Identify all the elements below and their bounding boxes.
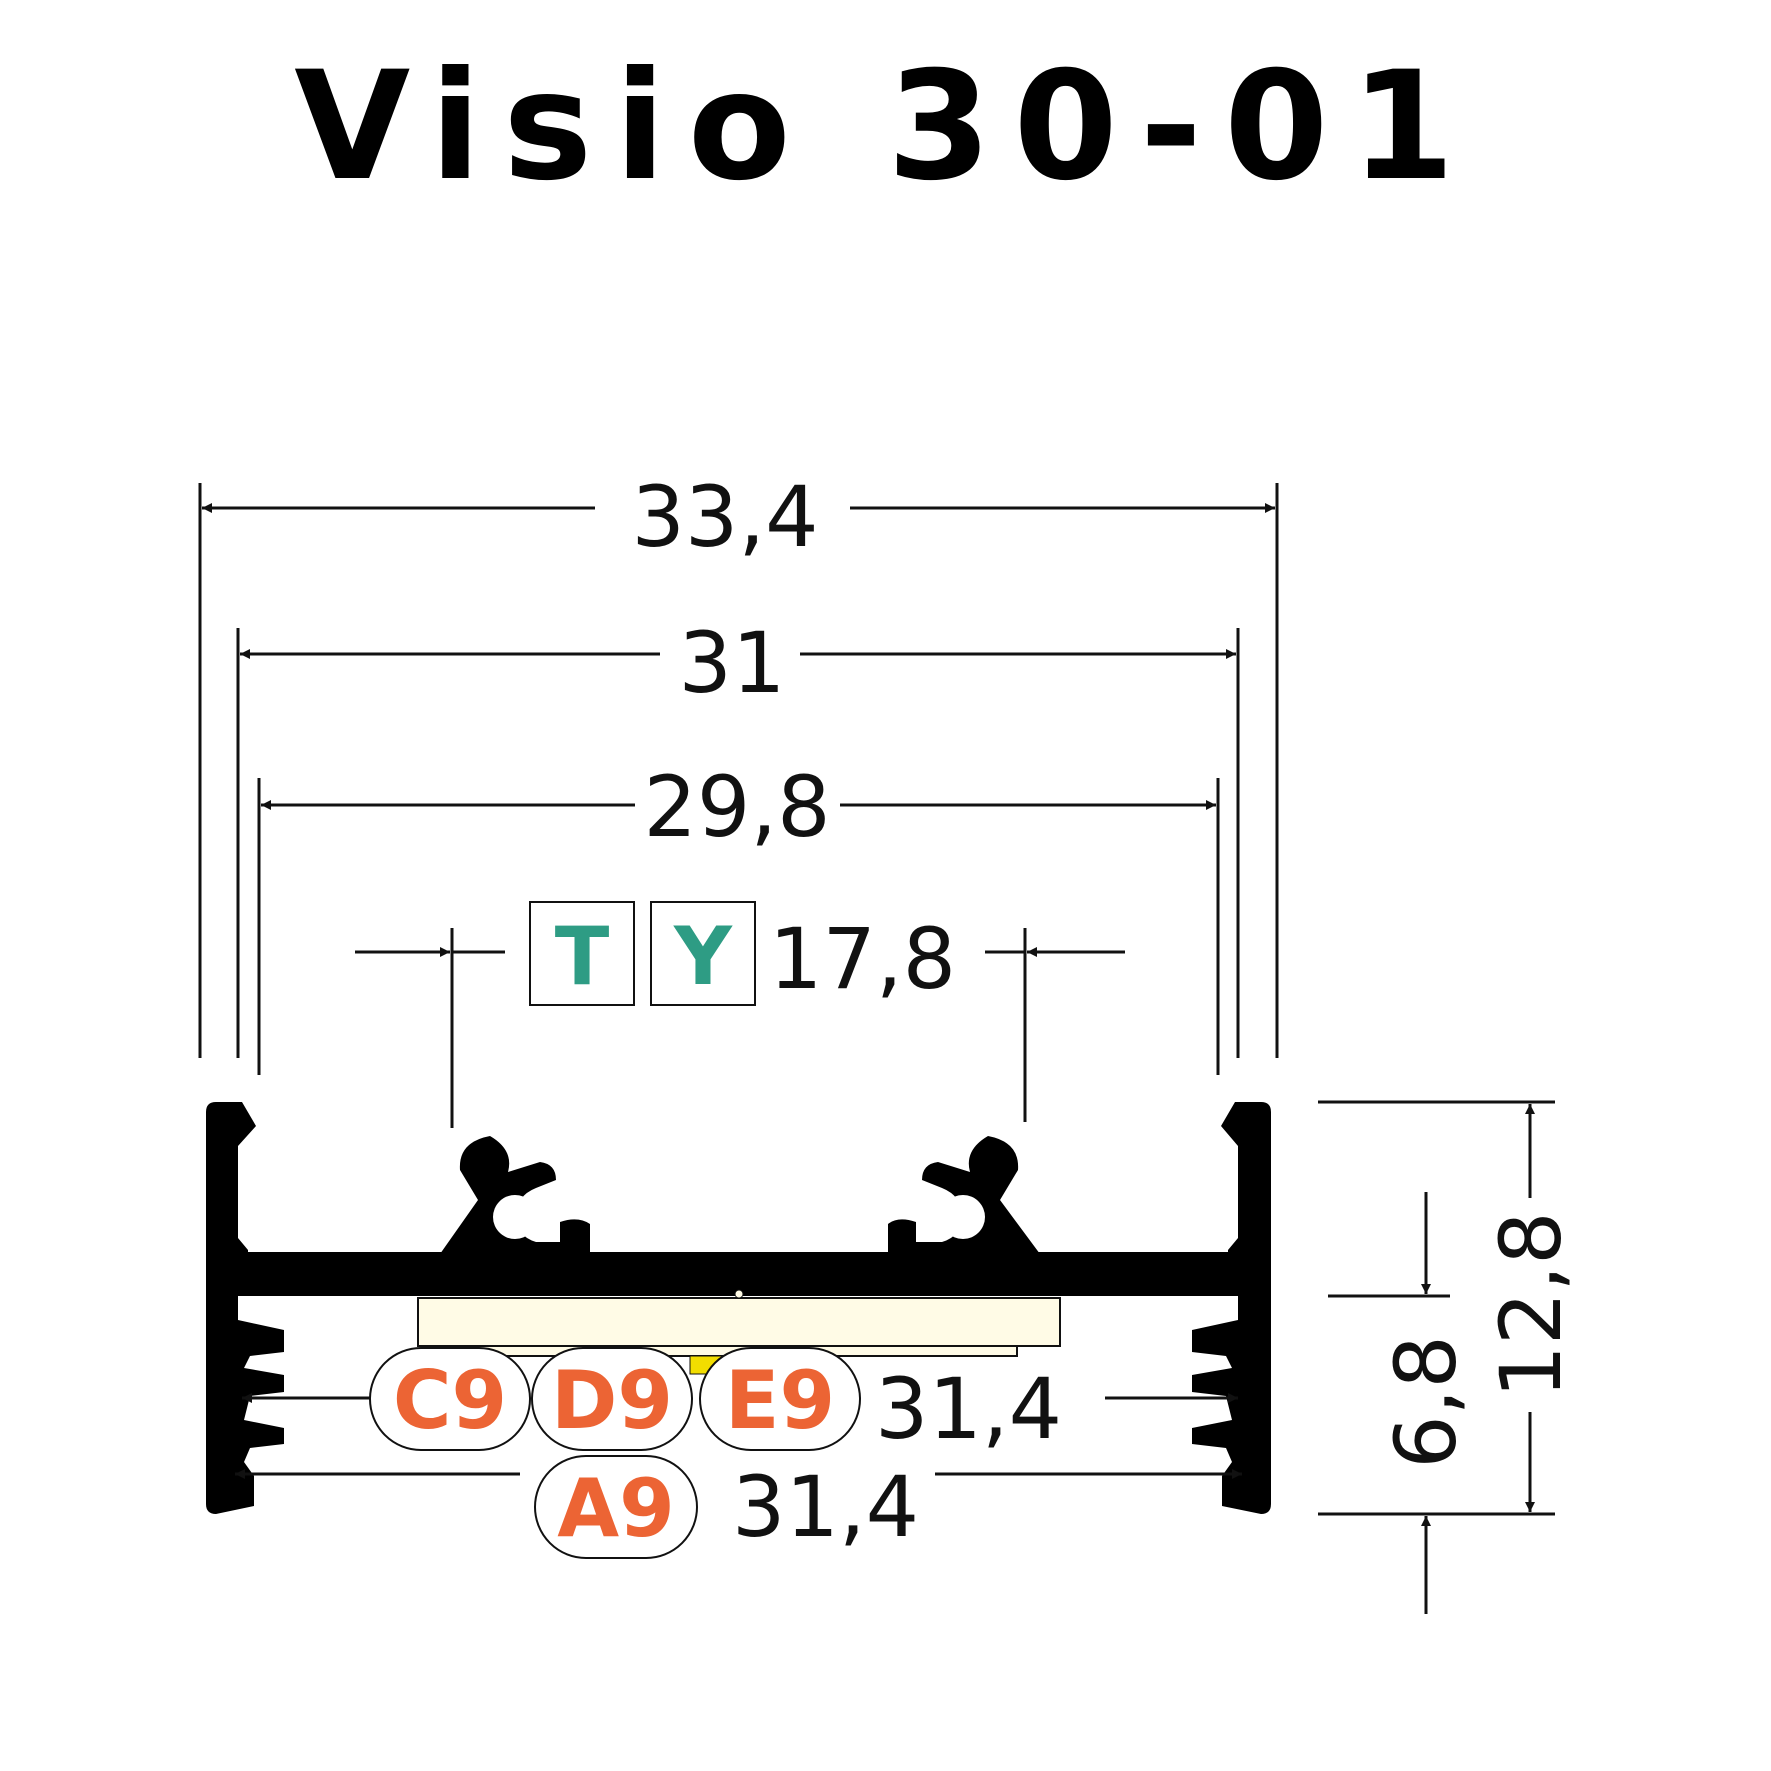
slot-upper-label: 31,4 xyxy=(875,1360,1062,1458)
slot-lower-label: 31,4 xyxy=(732,1458,919,1556)
slot-code-d9: D9 xyxy=(531,1347,693,1451)
inner-width-label: 31 xyxy=(679,614,786,712)
svg-text:Y: Y xyxy=(673,910,733,1003)
depth-inner-label: 6,8 xyxy=(1377,1335,1475,1469)
slot-code-a9: A9 xyxy=(534,1455,698,1559)
extension-lines xyxy=(198,483,1555,1516)
opening-width-label: 29,8 xyxy=(643,758,830,856)
page-title: Visio 30-01 xyxy=(294,40,1477,214)
clip-code-y: Y xyxy=(650,901,756,1006)
overall-width-label: 33,4 xyxy=(631,468,818,566)
svg-text:A9: A9 xyxy=(557,1462,675,1555)
total-height-label: 12,8 xyxy=(1482,1211,1580,1398)
svg-text:T: T xyxy=(555,910,610,1003)
aluminium-profile xyxy=(206,1102,1271,1514)
svg-text:E9: E9 xyxy=(725,1354,835,1447)
clip-spacing-label: 17,8 xyxy=(769,910,956,1008)
dimension-lines xyxy=(202,503,1535,1614)
clip-code-t: T xyxy=(529,901,635,1006)
slot-code-c9: C9 xyxy=(369,1347,531,1451)
svg-text:D9: D9 xyxy=(551,1354,673,1447)
slot-code-e9: E9 xyxy=(699,1347,861,1451)
svg-text:C9: C9 xyxy=(393,1354,507,1447)
